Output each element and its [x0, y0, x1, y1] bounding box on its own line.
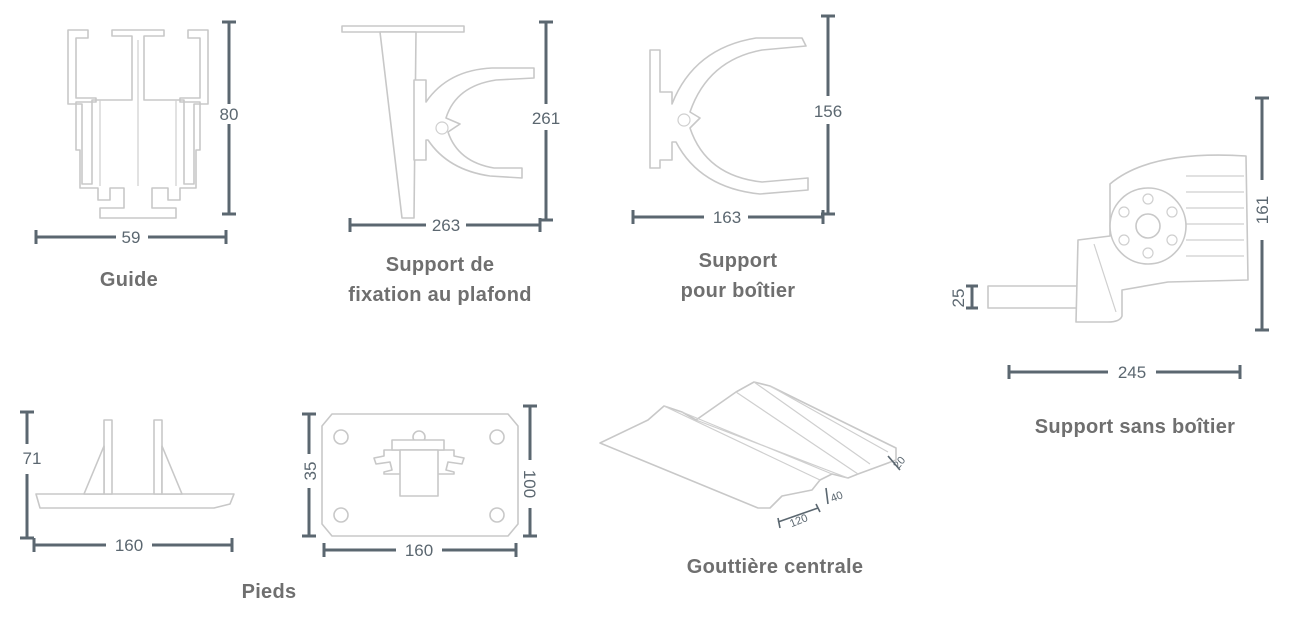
central-gutter-dimensions: 120 40 20	[777, 455, 908, 530]
caption-central-gutter-text: Gouttière centrale	[686, 556, 864, 578]
caption-box-support-line2: pour boîtier	[680, 280, 796, 302]
caption-support-without-box-text: Support sans boîtier	[1034, 416, 1236, 438]
box-support-height-label: 156	[814, 102, 842, 121]
central-gutter-width-label: 120	[788, 512, 810, 530]
feet-plate-height-right-label: 100	[520, 470, 539, 498]
support-without-box-width-label: 245	[1118, 363, 1146, 382]
ceiling-support-height-dimension: 261	[532, 20, 560, 222]
caption-box-support-line1: Support	[698, 250, 778, 272]
box-support-height-dimension: 156	[814, 14, 842, 216]
support-without-box-offset-label: 25	[949, 289, 968, 308]
caption-support-without-box: Support sans boîtier	[1010, 412, 1260, 442]
feet-plate-width-label: 160	[405, 541, 433, 560]
feet-side-view-drawing	[35, 419, 235, 509]
ceiling-support-width-dimension: 263	[348, 216, 542, 235]
ceiling-support-height-label: 261	[532, 109, 560, 128]
feet-side-width-label: 160	[115, 536, 143, 555]
support-without-box-height-label: 161	[1253, 196, 1272, 224]
support-without-box-offset-dimension: 25	[949, 284, 978, 310]
guide-width-dimension: 59	[34, 228, 228, 247]
central-gutter-drawing	[599, 381, 897, 509]
central-gutter-mid-label: 40	[829, 489, 845, 505]
caption-box-support: Support pour boîtier	[638, 246, 838, 306]
guide-height-label: 80	[220, 105, 239, 124]
feet-plate-height-left-dimension: 35	[301, 412, 320, 538]
feet-side-height-label: 71	[23, 449, 42, 468]
feet-plate-height-left-label: 35	[301, 462, 320, 481]
support-without-box-drawing	[987, 154, 1249, 323]
caption-central-gutter: Gouttière centrale	[660, 552, 890, 582]
caption-ceiling-support-line1: Support de	[385, 254, 495, 276]
caption-guide: Guide	[79, 265, 179, 295]
feet-side-height-dimension: 71	[20, 410, 42, 540]
guide-height-dimension: 80	[220, 20, 239, 216]
caption-feet-text: Pieds	[241, 581, 297, 603]
support-without-box-height-dimension: 161	[1253, 96, 1272, 332]
ceiling-support-drawing	[341, 25, 535, 219]
caption-ceiling-support: Support de fixation au plafond	[320, 250, 560, 310]
feet-plate-view-drawing	[321, 413, 519, 537]
guide-width-label: 59	[122, 228, 141, 247]
caption-feet: Pieds	[219, 577, 319, 607]
box-support-width-label: 163	[713, 208, 741, 227]
caption-guide-text: Guide	[99, 269, 159, 291]
box-support-width-dimension: 163	[631, 208, 825, 227]
feet-plate-height-right-dimension: 100	[520, 404, 539, 538]
feet-plate-width-dimension: 160	[322, 541, 518, 560]
guide-profile	[67, 29, 209, 219]
support-without-box-width-dimension: 245	[1007, 363, 1242, 382]
caption-ceiling-support-line2: fixation au plafond	[348, 284, 532, 306]
box-support-drawing	[649, 37, 809, 195]
ceiling-support-width-label: 263	[432, 216, 460, 235]
feet-side-width-dimension: 160	[32, 536, 234, 555]
